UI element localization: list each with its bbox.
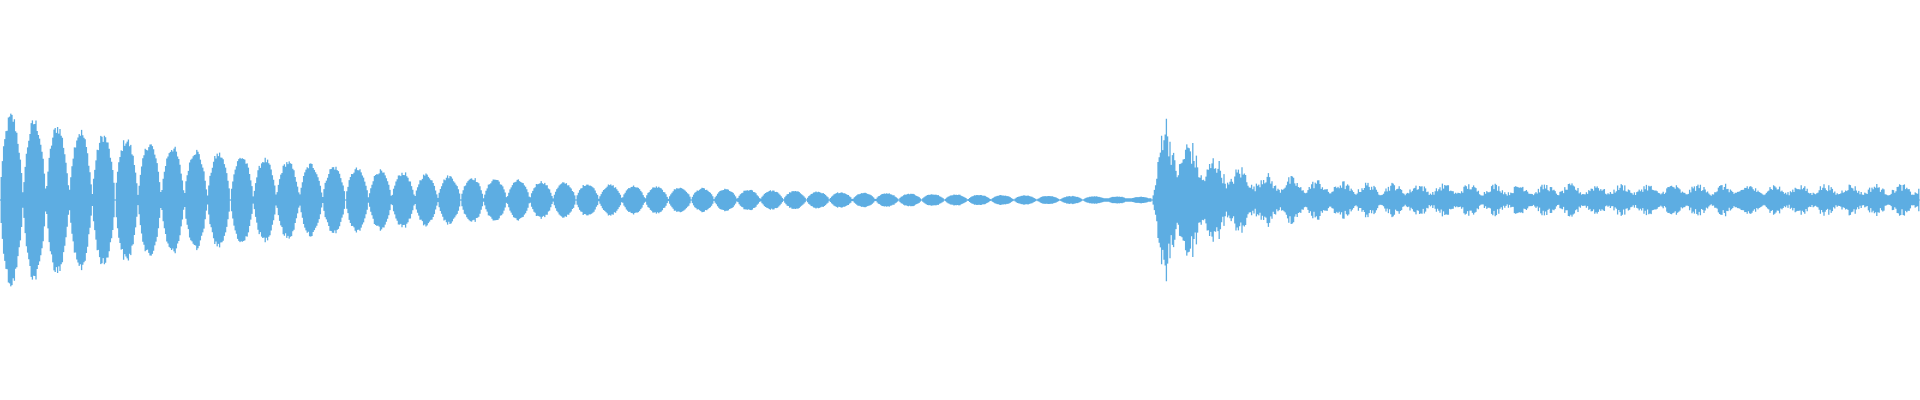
waveform-bars (0, 113, 1920, 287)
